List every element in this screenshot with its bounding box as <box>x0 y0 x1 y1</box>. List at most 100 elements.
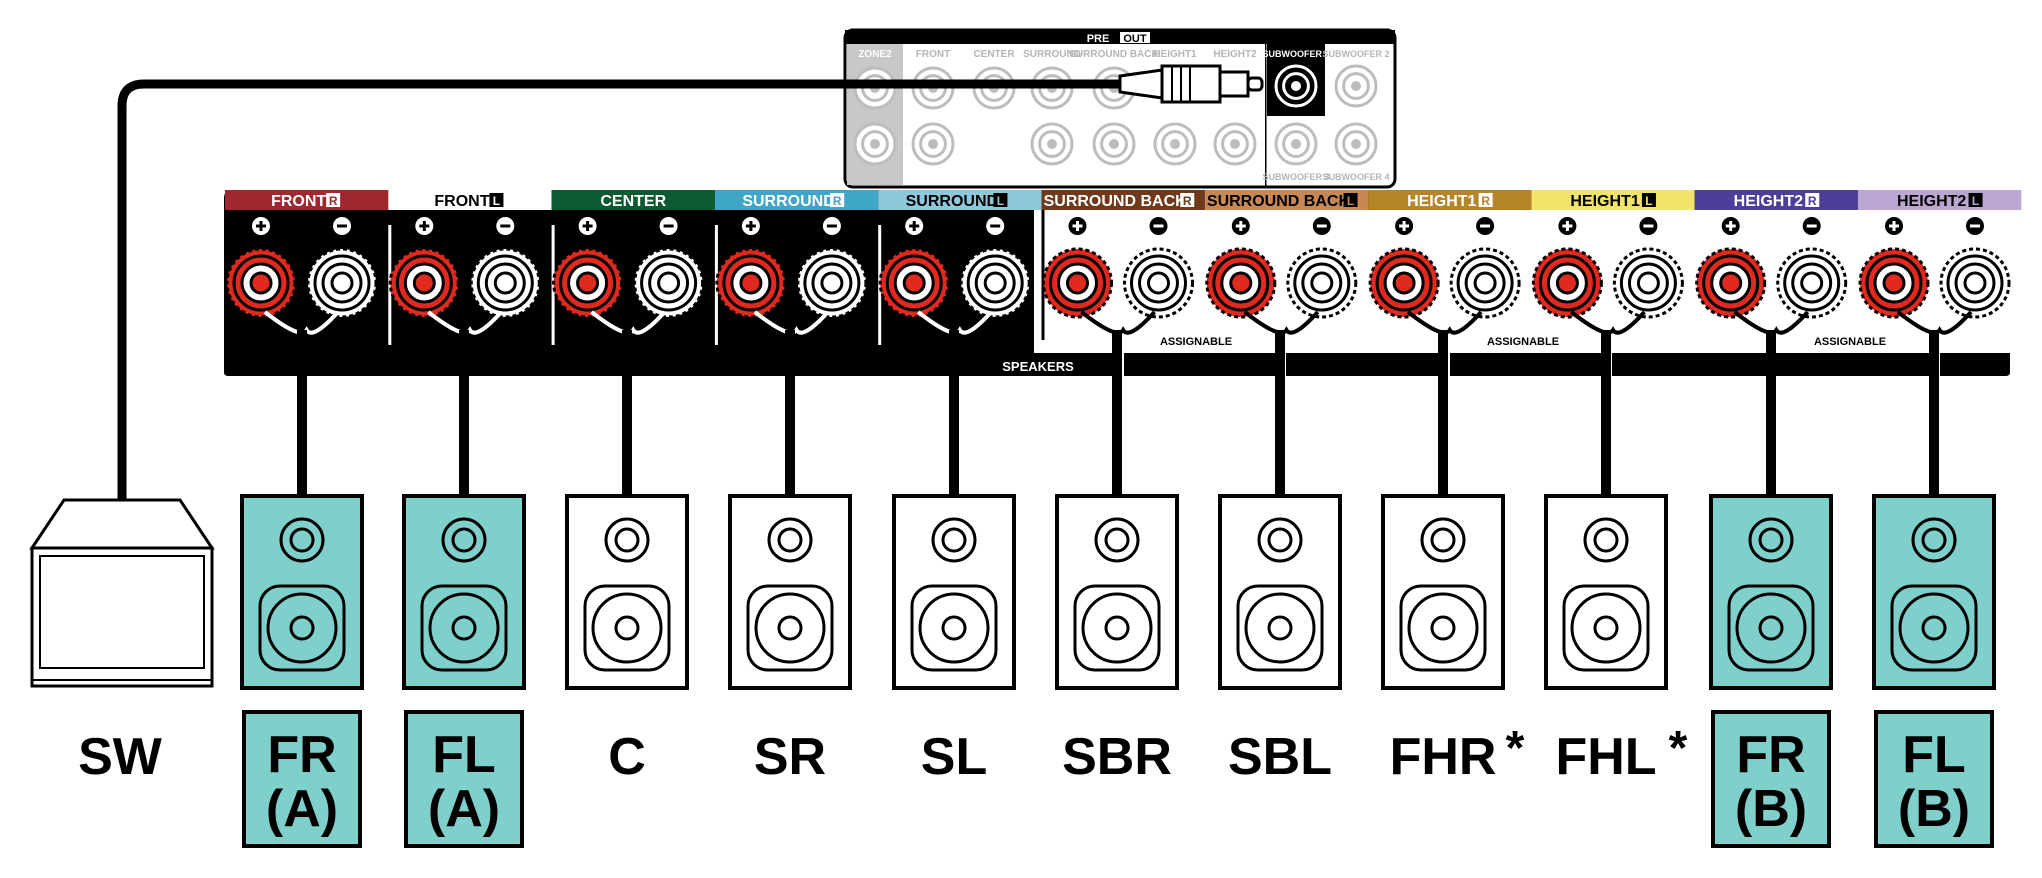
preout-jack-icon <box>1213 122 1257 166</box>
negative-binding-post-icon[interactable] <box>1939 247 2011 319</box>
terminal-label: SURROUND BACK <box>1044 193 1188 210</box>
side-badge <box>1805 193 1820 207</box>
speaker-label-fl: FL <box>432 726 496 784</box>
plus-icon <box>1068 217 1087 235</box>
speaker-fl-a-icon <box>402 494 526 690</box>
speaker-label-box <box>404 710 524 848</box>
terminal-label: HEIGHT2 <box>1897 193 1966 210</box>
terminal-label: FRONT <box>271 193 326 210</box>
speaker-label-sl: SL <box>921 728 987 786</box>
negative-binding-post-icon[interactable] <box>633 247 705 319</box>
side-badge-label: R <box>833 194 842 208</box>
speaker-label-box <box>242 710 362 848</box>
speaker-label-sw: SW <box>78 728 163 786</box>
assignable-label: ASSIGNABLE <box>1814 336 1886 348</box>
terminal-label: HEIGHT1 <box>1407 193 1476 210</box>
positive-binding-post-icon[interactable] <box>225 247 297 319</box>
side-badge <box>1180 193 1195 207</box>
subwoofer-1-label: SUBWOOFER 1 <box>1262 49 1329 59</box>
speaker-cable <box>459 330 469 498</box>
side-badge <box>1343 193 1358 207</box>
preout-label-height2: HEIGHT2 <box>1213 49 1257 60</box>
plus-icon <box>1395 217 1414 235</box>
preout-jack-icon <box>1334 122 1378 166</box>
plus-icon <box>252 217 270 235</box>
negative-binding-post-icon[interactable] <box>1286 247 1358 319</box>
positive-binding-post-icon[interactable] <box>1531 247 1603 319</box>
speaker-cable <box>297 330 307 498</box>
negative-binding-post-icon[interactable] <box>1123 247 1194 319</box>
speaker-label-sbl: SBL <box>1228 728 1332 786</box>
positive-binding-post-icon[interactable] <box>388 247 460 319</box>
subwoofer-4-label: SUBWOOFER 4 <box>1322 172 1389 182</box>
speaker-label-fl: FL <box>1902 726 1966 784</box>
speaker-sr-icon <box>728 494 852 690</box>
preout-label-center: CENTER <box>973 49 1015 60</box>
side-badge-label: R <box>1481 194 1490 208</box>
terminal-label: HEIGHT1 <box>1570 193 1639 210</box>
side-badge-label: R <box>329 194 338 208</box>
white-terminal-area <box>1034 210 2010 353</box>
side-badge-label: R <box>1183 194 1192 208</box>
minus-icon <box>986 217 1005 235</box>
speaker-label-sbr: SBR <box>1062 728 1172 786</box>
side-badge-label: L <box>1645 194 1652 208</box>
side-badge-label: L <box>1972 194 1979 208</box>
speaker-cable <box>622 330 632 498</box>
speaker-fr-a-icon <box>240 494 364 690</box>
terminal-label: SURROUND <box>742 193 834 210</box>
terminal-label: FRONT <box>434 193 489 210</box>
speaker-cable <box>949 330 959 498</box>
positive-binding-post-icon[interactable] <box>1042 247 1113 319</box>
speaker-fr-b-icon <box>1709 494 1833 690</box>
positive-binding-post-icon[interactable] <box>878 247 950 319</box>
terminal-label: SURROUND BACK <box>1207 193 1351 210</box>
preout-label-height1: HEIGHT1 <box>1153 49 1197 60</box>
subwoofer-3-label: SUBWOOFER 3 <box>1262 172 1329 182</box>
preout-jack-icon <box>1030 122 1074 166</box>
side-badge <box>993 193 1008 207</box>
positive-binding-post-icon[interactable] <box>552 247 624 319</box>
speaker-label-fr: FR <box>1736 726 1805 784</box>
subwoofer-2-label: SUBWOOFER 2 <box>1322 49 1389 59</box>
preout-jack-icon <box>911 122 955 166</box>
minus-icon <box>1312 217 1331 235</box>
speaker-fhl-icon <box>1544 494 1668 690</box>
positive-binding-post-icon[interactable] <box>715 247 787 319</box>
speaker-fl-b-icon <box>1872 494 1996 690</box>
preout-label-zone2: ZONE2 <box>858 49 892 60</box>
negative-binding-post-icon[interactable] <box>796 247 868 319</box>
side-badge <box>1641 193 1656 207</box>
negative-binding-post-icon[interactable] <box>1776 247 1848 319</box>
terminal-header-front-l <box>388 190 552 210</box>
side-badge-label: L <box>997 194 1004 208</box>
plus-icon <box>1558 217 1577 235</box>
negative-binding-post-icon[interactable] <box>1449 247 1521 319</box>
preout-label-front: FRONT <box>916 49 950 60</box>
speaker-label-group: (B) <box>1735 780 1807 838</box>
negative-binding-post-icon[interactable] <box>959 247 1031 319</box>
positive-binding-post-icon[interactable] <box>1858 247 1930 319</box>
positive-binding-post-icon[interactable] <box>1368 247 1440 319</box>
negative-binding-post-icon[interactable] <box>469 247 541 319</box>
preout-label-surround-back: SURROUND BACK <box>1069 49 1159 60</box>
speaker-label-c: C <box>608 728 646 786</box>
negative-binding-post-icon[interactable] <box>1612 247 1684 319</box>
speaker-label-fhr: FHR <box>1390 728 1497 786</box>
plus-icon <box>1885 217 1903 235</box>
speaker-label-group: (A) <box>266 780 338 838</box>
positive-binding-post-icon[interactable] <box>1205 247 1277 319</box>
minus-icon <box>1149 217 1168 235</box>
plus-icon <box>415 217 434 235</box>
positive-binding-post-icon[interactable] <box>1695 247 1767 319</box>
subwoofer-cable <box>117 79 1120 500</box>
subwoofer1-jack-icon <box>1274 64 1318 108</box>
assignable-label: ASSIGNABLE <box>1160 336 1232 348</box>
side-badge-label: L <box>1347 194 1354 208</box>
speaker-label-group: (B) <box>1898 780 1970 838</box>
negative-binding-post-icon[interactable] <box>306 247 378 319</box>
speaker-cable <box>1601 330 1611 498</box>
